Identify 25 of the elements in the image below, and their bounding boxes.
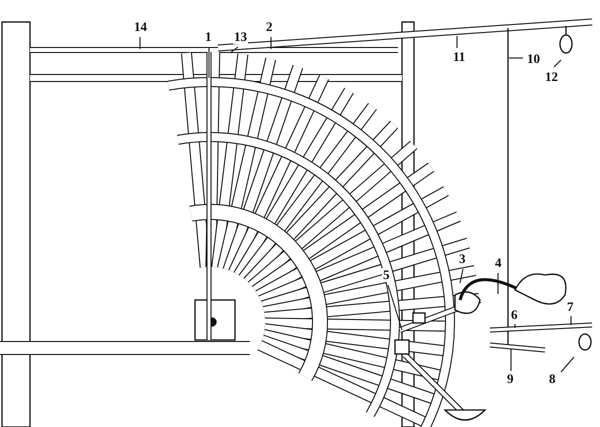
leader-line bbox=[554, 60, 562, 68]
leader-line bbox=[560, 356, 574, 372]
callout-number: 11 bbox=[452, 50, 466, 64]
leader-line bbox=[514, 324, 516, 328]
callout-number: 8 bbox=[548, 372, 556, 386]
leader-line bbox=[388, 284, 402, 330]
callout-number: 2 bbox=[265, 20, 274, 34]
callout-number: 10 bbox=[526, 52, 541, 66]
leader-line bbox=[570, 316, 572, 326]
callout-number: 3 bbox=[458, 252, 466, 266]
callout-number: 6 bbox=[510, 308, 518, 322]
callout-number: 9 bbox=[506, 372, 514, 386]
leader-line bbox=[510, 348, 512, 372]
leader-line bbox=[208, 46, 210, 78]
callout-number: 13 bbox=[233, 30, 248, 44]
leader-line bbox=[456, 36, 458, 48]
leader-line bbox=[460, 268, 464, 284]
leader-line bbox=[270, 36, 272, 50]
callout-number: 14 bbox=[133, 20, 148, 34]
callout-number: 1 bbox=[204, 30, 212, 44]
callout-number: 4 bbox=[494, 256, 502, 270]
callout-number: 5 bbox=[382, 268, 390, 282]
leader-line bbox=[230, 46, 238, 54]
callout-number: 7 bbox=[566, 300, 574, 314]
callout-number: 12 bbox=[544, 70, 559, 84]
